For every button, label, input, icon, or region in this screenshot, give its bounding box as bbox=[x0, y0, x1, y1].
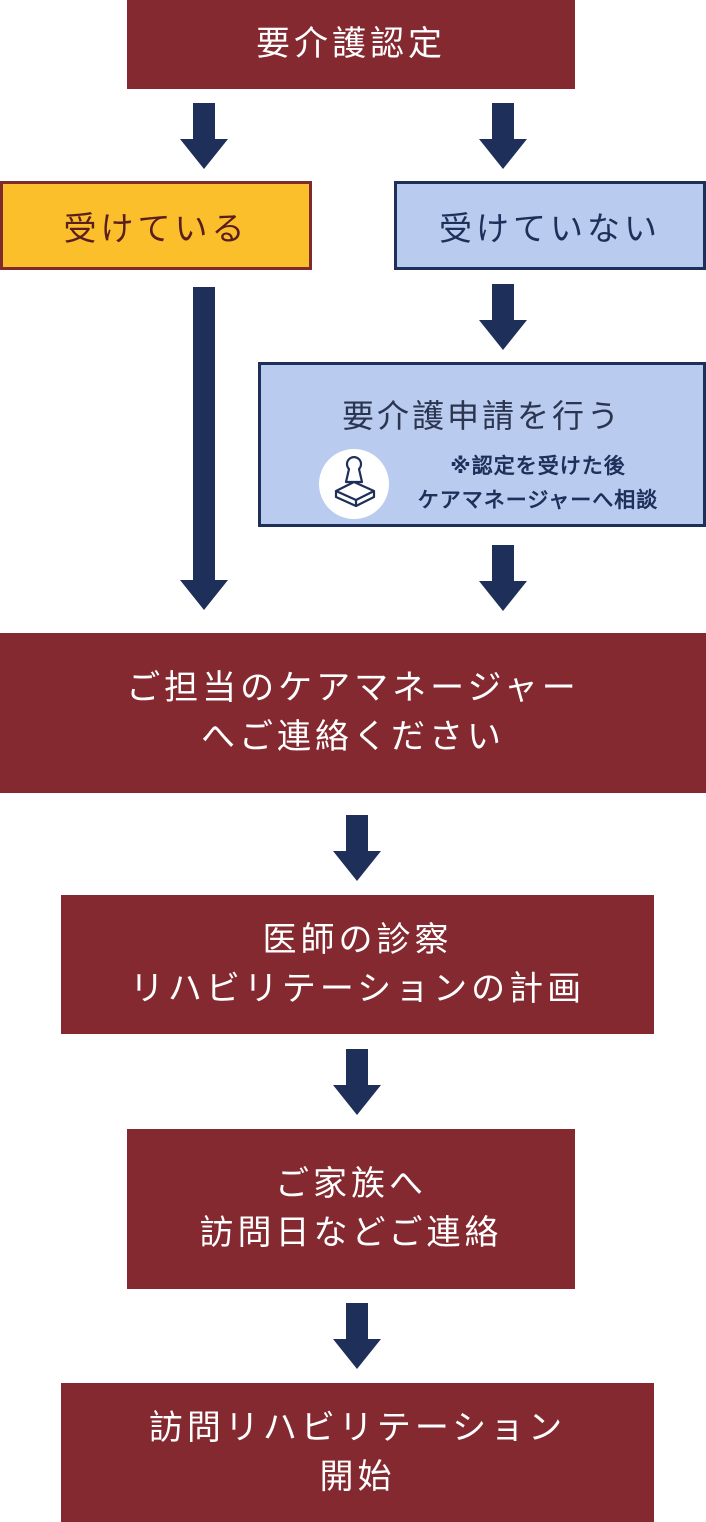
step-contact-care-manager-line2: へご連絡ください bbox=[201, 717, 505, 757]
arrow-down-center-1 bbox=[333, 815, 381, 881]
apply-note-line1: ※認定を受けた後 bbox=[450, 454, 626, 478]
branch-not-certified-label: 受けていない bbox=[439, 208, 661, 248]
step-care-certification-label: 要介護認定 bbox=[256, 24, 446, 64]
step-contact-family-line1: ご家族へ bbox=[275, 1164, 427, 1204]
step-contact-family-line2: 訪問日などご連絡 bbox=[199, 1213, 503, 1253]
step-contact-family: ご家族へ 訪問日などご連絡 bbox=[127, 1129, 575, 1289]
arrow-down-left-1 bbox=[180, 103, 228, 169]
apply-title: 要介護申請を行う bbox=[341, 397, 622, 435]
step-contact-care-manager: ご担当のケアマネージャー へご連絡ください bbox=[0, 633, 706, 793]
step-doctor-exam-line2: リハビリテーションの計画 bbox=[129, 968, 586, 1009]
apply-note-line2: ケアマネージャーへ相談 bbox=[417, 488, 659, 512]
step-care-certification: 要介護認定 bbox=[127, 0, 575, 89]
step-start-rehab: 訪問リハビリテーション 開始 bbox=[61, 1383, 654, 1522]
arrow-down-left-long bbox=[180, 287, 228, 610]
step-start-rehab-line1: 訪問リハビリテーション bbox=[148, 1407, 567, 1448]
arrow-down-center-2 bbox=[333, 1049, 381, 1115]
branch-certified-label: 受けている bbox=[63, 208, 249, 248]
apply-note: ※認定を受けた後 ケアマネージャーへ相談 bbox=[399, 449, 677, 517]
arrow-down-center-3 bbox=[333, 1303, 381, 1369]
apply-care-request: 要介護申請を行う ※認定を受けた後 ケアマネージャーへ相談 bbox=[258, 362, 706, 527]
branch-not-certified: 受けていない bbox=[394, 181, 706, 270]
step-doctor-exam: 医師の診察 リハビリテーションの計画 bbox=[61, 895, 654, 1034]
arrow-down-right-2 bbox=[479, 284, 527, 350]
branch-certified: 受けている bbox=[0, 181, 312, 270]
step-doctor-exam-line1: 医師の診察 bbox=[262, 919, 453, 960]
step-start-rehab-line2: 開始 bbox=[319, 1456, 396, 1497]
arrow-down-right-1 bbox=[479, 103, 527, 169]
stamp-icon bbox=[319, 449, 389, 519]
arrow-down-right-3 bbox=[479, 545, 527, 611]
step-contact-care-manager-line1: ご担当のケアマネージャー bbox=[126, 668, 580, 708]
